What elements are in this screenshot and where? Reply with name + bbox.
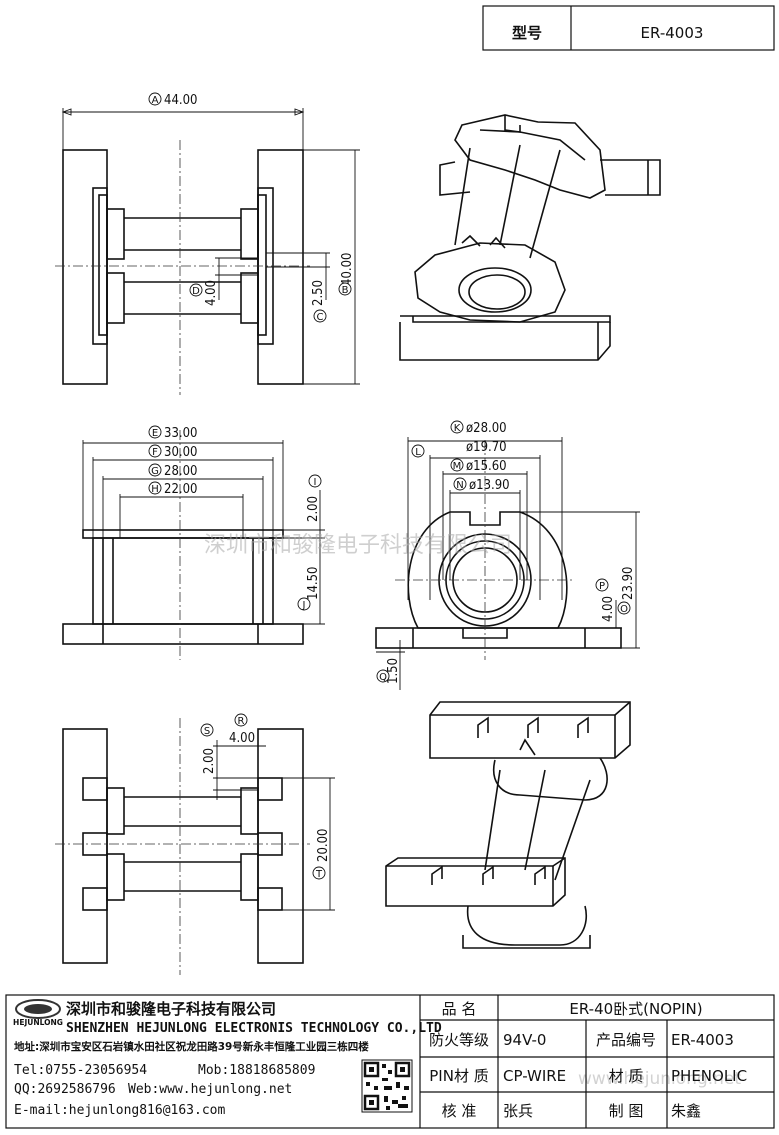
dim-h-label: 22.00 xyxy=(164,482,197,497)
model-value: ER-4003 xyxy=(641,24,704,42)
dim-f-label: 30.00 xyxy=(164,445,197,460)
svg-text:D: D xyxy=(192,286,200,297)
qr-code xyxy=(361,1059,413,1113)
isometric-view-top xyxy=(399,114,661,361)
svg-text:H: H xyxy=(151,484,159,495)
marker-s xyxy=(200,723,214,737)
dim-m-label: ø15.60 xyxy=(466,459,507,474)
svg-text:K: K xyxy=(454,423,461,434)
company-qq: QQ:2692586796 xyxy=(14,1082,116,1097)
spec-fire-value: 94V-0 xyxy=(503,1031,546,1049)
company-name-cn: 深圳市和骏隆电子科技有限公司 xyxy=(66,1000,276,1018)
svg-text:N: N xyxy=(456,480,463,491)
dim-d-label: 4.00 xyxy=(204,280,219,306)
spec-pin-value: CP-WIRE xyxy=(503,1067,566,1085)
marker-b xyxy=(338,282,352,296)
model-label: 型号 xyxy=(512,24,542,42)
marker-e xyxy=(148,425,162,439)
marker-m xyxy=(450,458,464,472)
marker-j xyxy=(297,597,311,611)
spec-check-label: 核 准 xyxy=(442,1102,477,1120)
watermark-url: www.hejunlong.net xyxy=(578,1069,741,1089)
spec-draw-value: 朱鑫 xyxy=(671,1102,701,1120)
dim-i-label: 2.00 xyxy=(306,496,321,522)
marker-t xyxy=(312,866,326,880)
marker-g xyxy=(148,463,162,477)
marker-i xyxy=(308,474,322,488)
dim-t-label: 20.00 xyxy=(316,829,331,862)
svg-text:R: R xyxy=(238,716,245,727)
marker-q xyxy=(376,669,390,683)
company-email: E-mail:hejunlong816@163.com xyxy=(14,1103,225,1118)
marker-a xyxy=(148,92,162,106)
spec-code-value: ER-4003 xyxy=(671,1031,734,1049)
svg-text:G: G xyxy=(151,466,159,477)
marker-c xyxy=(313,309,327,323)
marker-o xyxy=(617,601,631,615)
dim-o-label: 23.90 xyxy=(621,567,636,600)
marker-d xyxy=(189,283,203,297)
dim-n-label: ø13.90 xyxy=(469,478,510,493)
marker-p xyxy=(595,578,609,592)
watermark-company: 深圳市和骏隆电子科技有限公司 xyxy=(204,533,512,558)
svg-text:M: M xyxy=(453,461,462,472)
company-web: Web:www.hejunlong.net xyxy=(128,1082,292,1097)
bottom-view: R 4.00 2.00 S 20.00 T xyxy=(55,713,335,975)
svg-text:T: T xyxy=(315,869,323,880)
dim-r-label: 4.00 xyxy=(229,731,255,746)
svg-text:B: B xyxy=(342,285,349,296)
front-view: E 33.00 F 30.00 G 28.00 H 22.00 2.00 I 1… xyxy=(62,425,325,660)
spec-material-value: PHENOLIC xyxy=(671,1067,747,1085)
company-tel: Tel:0755-23056954 xyxy=(14,1063,147,1078)
spec-name-label: 品 名 xyxy=(442,1000,477,1018)
spec-check-value: 张兵 xyxy=(503,1102,533,1120)
dim-g-label: 28.00 xyxy=(164,464,197,479)
svg-text:L: L xyxy=(415,447,421,458)
svg-text:O: O xyxy=(620,604,628,615)
company-mob: Mob:18818685809 xyxy=(198,1063,315,1078)
svg-text:S: S xyxy=(204,726,210,737)
company-name-en: SHENZHEN HEJUNLONG ELECTRONIS TECHNOLOGY… xyxy=(66,1021,442,1036)
marker-f xyxy=(148,444,162,458)
dim-a-label: 44.00 xyxy=(164,93,197,108)
spec-draw-label: 制 图 xyxy=(609,1102,644,1120)
svg-text:P: P xyxy=(599,581,605,592)
svg-text:E: E xyxy=(152,428,158,439)
model-title-block: 型号 ER-4003 xyxy=(482,5,775,51)
svg-text:C: C xyxy=(317,312,324,323)
isometric-view-bottom xyxy=(385,701,631,949)
bottom-title-block: HEJUNLONG 深圳市和骏隆电子科技有限公司 SHENZHEN HEJUNL… xyxy=(5,994,775,1129)
side-view: K ø28.00 L ø19.70 M ø15.60 N ø13.90 23.9… xyxy=(375,420,640,690)
svg-text:F: F xyxy=(152,447,158,458)
dim-p-label: 4.00 xyxy=(601,596,616,622)
spec-name-value: ER-40卧式(NOPIN) xyxy=(569,1000,702,1018)
company-address: 地址:深圳市宝安区石岩镇水田社区祝龙田路39号新永丰恒隆工业园三栋四楼 xyxy=(14,1040,369,1053)
marker-k xyxy=(450,420,464,434)
top-view: A 44.00 40.00 B 2.50 C 4.00 D xyxy=(55,92,360,395)
dim-l-label: ø19.70 xyxy=(466,440,507,455)
svg-text:Q: Q xyxy=(379,672,387,683)
svg-text:HEJUNLONG: HEJUNLONG xyxy=(13,1018,63,1027)
marker-h xyxy=(148,481,162,495)
dim-s-label: 2.00 xyxy=(202,748,217,774)
marker-l xyxy=(411,444,425,458)
dim-q-label: 1.50 xyxy=(386,658,401,684)
marker-r xyxy=(234,713,248,727)
dim-c-label: 2.50 xyxy=(311,280,326,306)
svg-text:I: I xyxy=(314,477,317,488)
spec-fire-label: 防火等级 xyxy=(429,1031,489,1049)
spec-material-label: 材 质 xyxy=(609,1067,644,1085)
svg-text:A: A xyxy=(152,95,159,106)
svg-text:J: J xyxy=(302,600,306,611)
company-logo: HEJUNLONG xyxy=(13,999,63,1027)
dim-b-label: 40.00 xyxy=(340,253,355,286)
spec-code-label: 产品编号 xyxy=(596,1031,656,1049)
dim-j-label: 14.50 xyxy=(306,567,321,600)
marker-n xyxy=(453,477,467,491)
dim-e-label: 33.00 xyxy=(164,426,197,441)
dim-k-label: ø28.00 xyxy=(466,421,507,436)
spec-pin-label: PIN材 质 xyxy=(429,1067,488,1085)
